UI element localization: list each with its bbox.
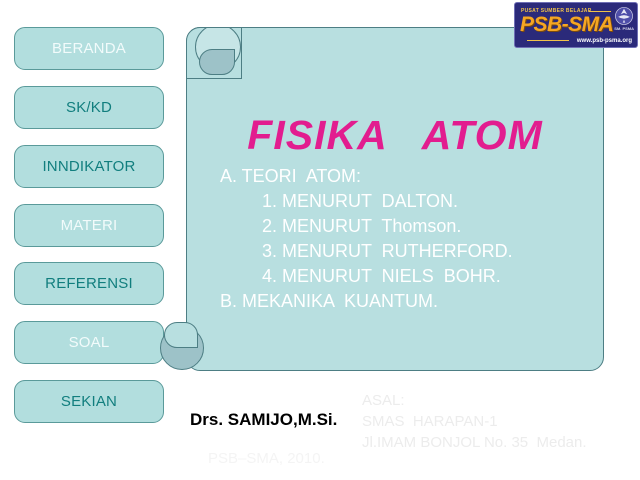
logo-wordmark: PSB-SMA [520,13,614,36]
sidebar-nav: BERANDA SK/KD INNDIKATOR MATERI REFERENSI SOA… [0,0,180,480]
sidebar-item-sk-kd[interactable]: SK/KD [14,86,164,129]
logo-url-rule [527,40,569,41]
sidebar-item-beranda[interactable]: BERANDA [14,27,164,70]
logo-tagline: PUSAT SUMBER BELAJAR [521,8,592,14]
outline-line: 4. MENURUT NIELS BOHR. [262,266,501,286]
outline-line: B. MEKANIKA KUANTUM. [220,291,439,311]
sidebar-item-label: REFERENSI [45,275,133,292]
outline-list: A. TEORI ATOM: 1. MENURUT DALTON. 2. MENUR… [220,164,600,314]
origin-line: SMAS HARAPAN-1 [362,413,498,430]
outline-line: 1. MENURUT DALTON. [262,191,459,211]
author-credit: PSB–SMA, 2010. [208,450,325,467]
origin-line: ASAL: [362,392,405,409]
scroll-curl-top-icon [186,27,242,79]
sidebar-item-label: MATERI [60,217,118,234]
sidebar-item-label: SK/KD [65,99,112,116]
outline-line: A. TEORI ATOM: [220,166,362,186]
sidebar-item-sekian[interactable]: SEKIAN [14,380,164,423]
logo-url: www.psb-psma.org [576,38,632,44]
psb-sma-logo: PUSAT SUMBER BELAJAR PSB-SMA www.psb-psm… [514,2,638,48]
logo-tagline-rule [589,11,611,12]
page-title: FISIKA ATOM [247,112,543,158]
outline-line: 3. MENURUT RUTHERFORD. [262,241,513,261]
scroll-curl-bottom-inner [164,322,198,348]
scroll-curl-bottom-icon [158,320,214,372]
sidebar-item-materi[interactable]: MATERI [14,204,164,247]
sidebar-item-referensi[interactable]: REFERENSI [14,262,164,305]
origin-line: Jl.IMAM BONJOL No. 35 Medan. [362,434,587,451]
tut-wuri-handayani-emblem-icon [615,7,633,25]
author-name: Drs. SAMIJO,M.Si. [190,410,338,429]
sidebar-item-label: SOAL [68,334,110,351]
outline-line: 2. MENURUT Thomson. [262,216,462,236]
logo-emblem-label: SM. PSMA [614,26,634,31]
content-panel: FISIKA ATOM A. TEORI ATOM: 1. MENURUT DAL… [186,27,604,371]
sidebar-item-label: BERANDA [52,40,126,57]
sidebar-item-label: SEKIAN [60,393,118,410]
sidebar-item-inndikator[interactable]: INNDIKATOR [14,145,164,188]
sidebar-item-label: INNDIKATOR [42,158,136,175]
sidebar-item-soal[interactable]: SOAL [14,321,164,364]
scroll-curl-top-inner [199,49,235,75]
